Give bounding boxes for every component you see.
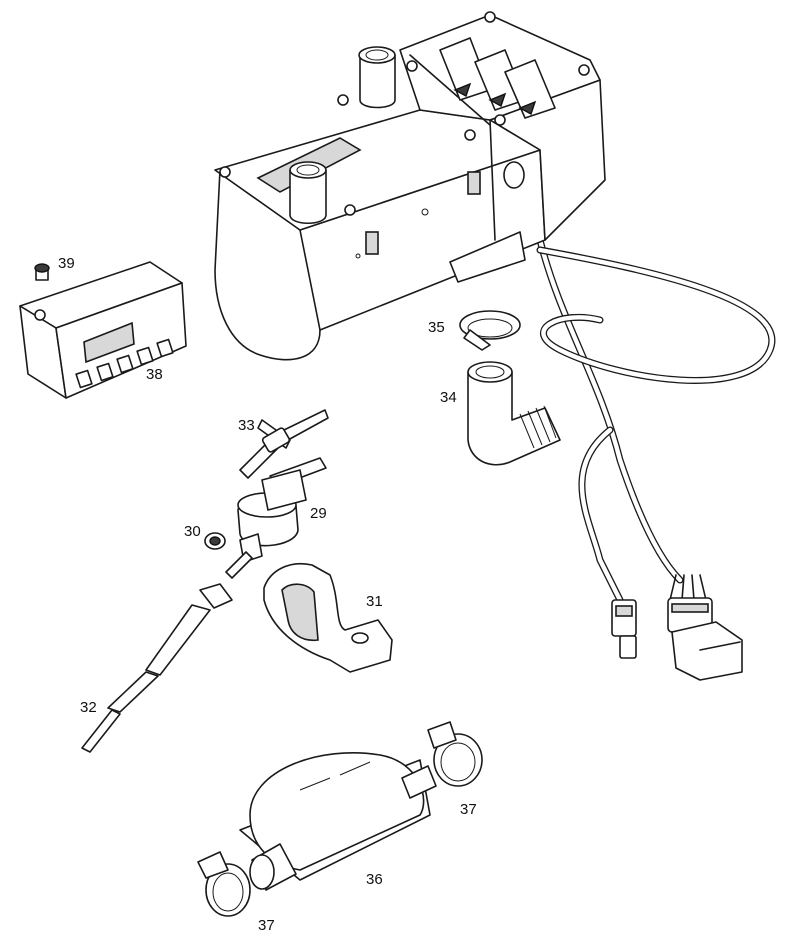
silencer-36 <box>239 752 437 891</box>
callout-37-lower: 37 <box>258 917 275 934</box>
wiring-harness <box>536 236 776 604</box>
coolant-pipe-front <box>289 161 327 225</box>
control-panel <box>19 261 187 399</box>
housing-screws <box>219 11 590 216</box>
heater-unit <box>214 11 776 681</box>
callout-39: 39 <box>58 255 75 272</box>
callout-31: 31 <box>366 593 383 610</box>
callout-33: 33 <box>238 417 255 434</box>
callout-38: 38 <box>146 366 163 383</box>
clamp-37-lower <box>197 851 251 917</box>
callout-35: 35 <box>428 319 445 336</box>
coolant-pipe-upper <box>358 46 396 109</box>
fuel-line-32 <box>81 583 233 753</box>
filter-30 <box>204 532 226 550</box>
fuel-pump-29 <box>225 457 327 579</box>
callout-34: 34 <box>440 389 457 406</box>
callout-30: 30 <box>184 523 201 540</box>
switch-right <box>467 171 481 195</box>
callout-29: 29 <box>310 505 327 522</box>
elbow-hose-34 <box>467 361 561 466</box>
callout-37-upper: 37 <box>460 801 477 818</box>
callout-32: 32 <box>80 699 97 716</box>
y-connector-33 <box>239 409 329 479</box>
clamp-37-upper <box>427 721 483 787</box>
bracket-31 <box>263 563 393 673</box>
screw-39 <box>34 263 50 281</box>
connector-small <box>611 599 637 659</box>
hose-clamp-35 <box>459 310 521 351</box>
top-vents <box>439 37 556 119</box>
callout-36: 36 <box>366 871 383 888</box>
connector-large <box>667 574 743 681</box>
switch-left <box>365 231 379 255</box>
